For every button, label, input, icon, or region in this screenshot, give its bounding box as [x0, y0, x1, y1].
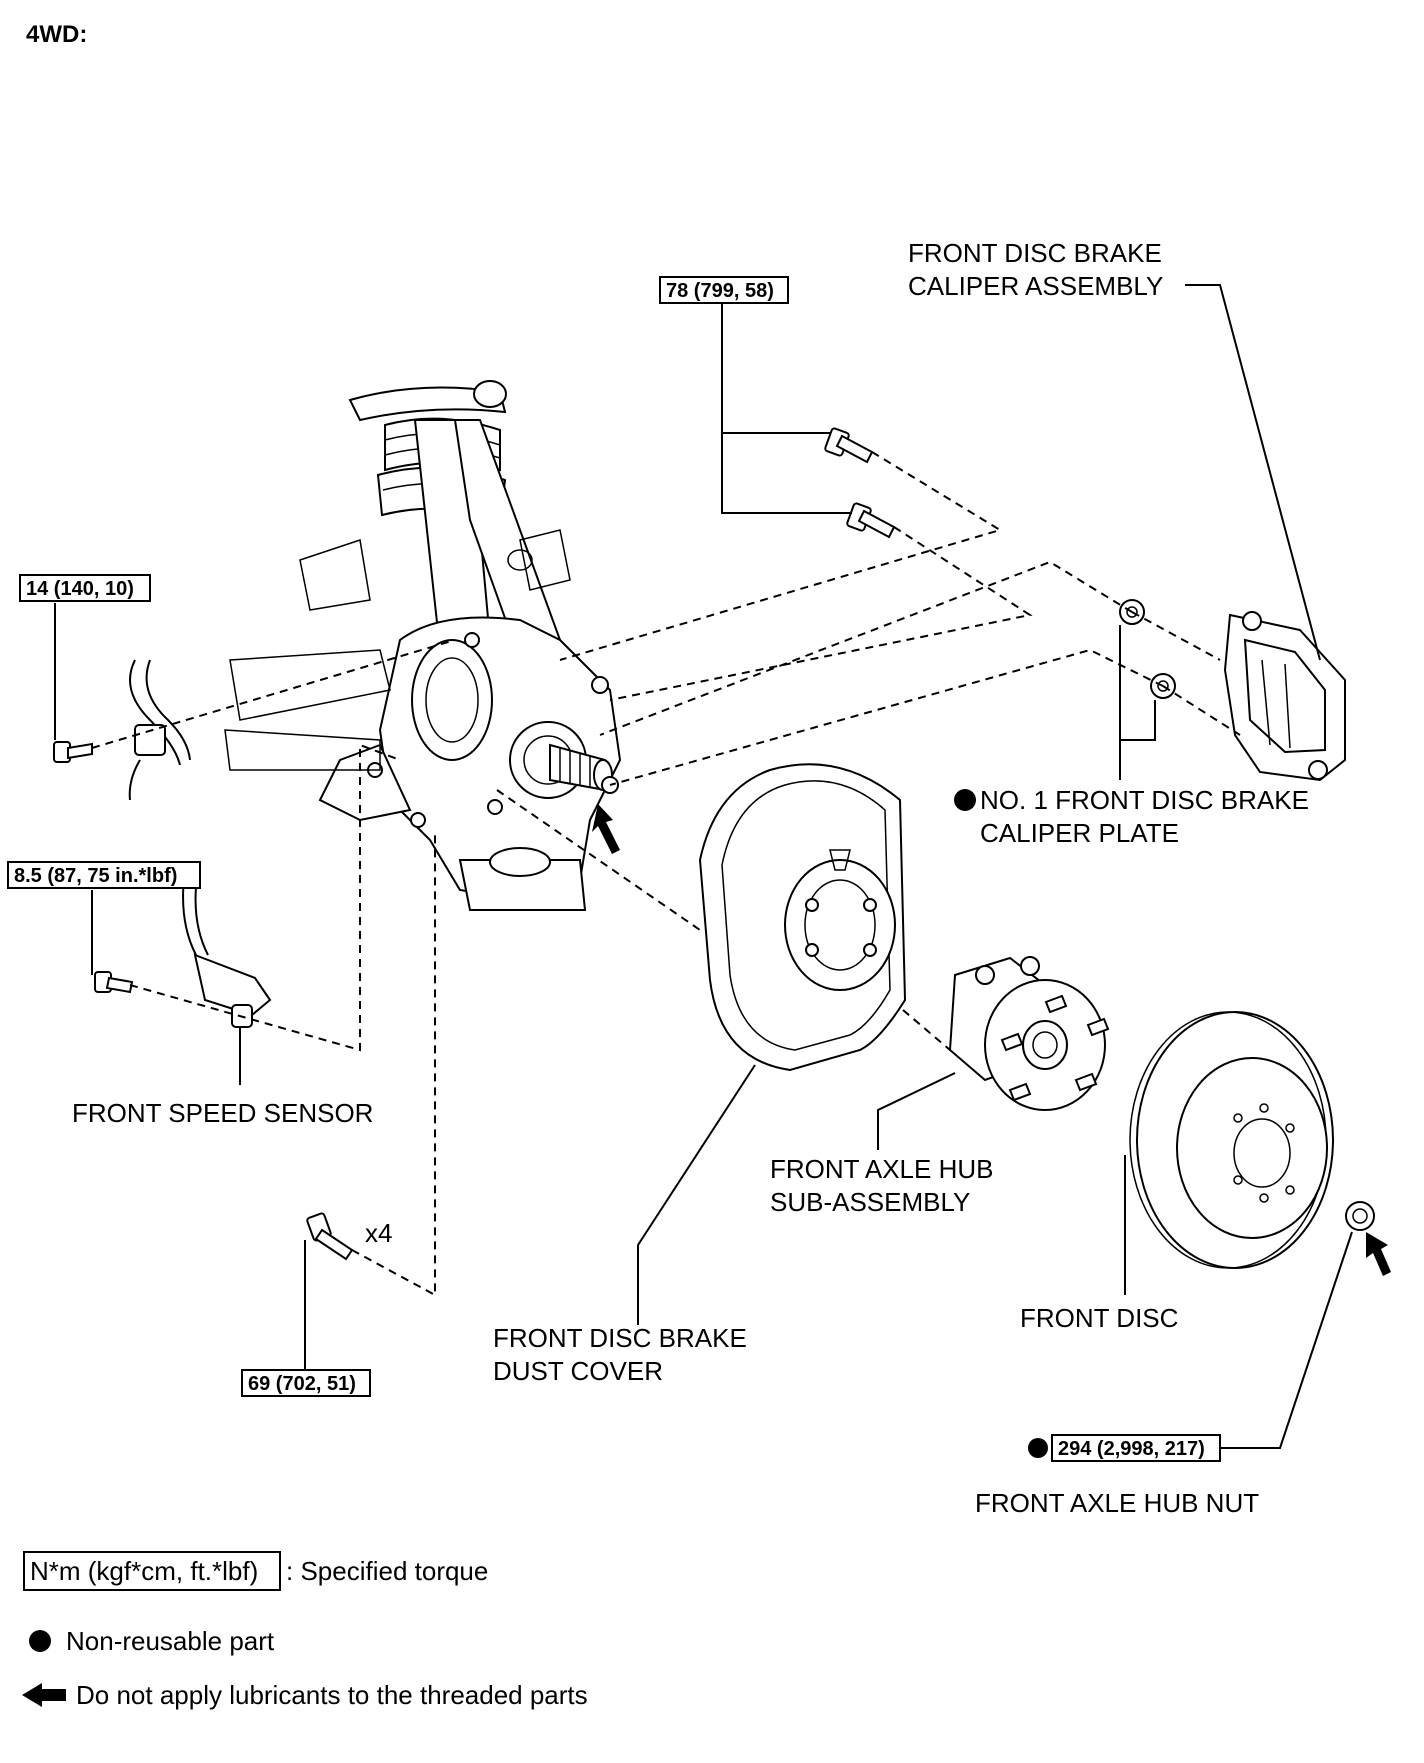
section-header: 4WD: [26, 21, 87, 48]
legend-torque-text: : Specified torque [286, 1556, 488, 1586]
front-disc-illustration [1129, 1011, 1334, 1269]
axle-hub-label-line1: FRONT AXLE HUB [770, 1154, 993, 1184]
svg-text:78 (799, 58): 78 (799, 58) [666, 280, 774, 302]
legend-no-lube-text: Do not apply lubricants to the threaded … [76, 1680, 588, 1710]
caliper-bolt [846, 502, 896, 539]
torque-callout-knuckle-bolts: 69 (702, 51) [241, 1369, 371, 1397]
torque-callout-harness-bolt: 14 (140, 10) [19, 574, 151, 602]
legend: N*m (kgf*cm, ft.*lbf) : Specified torque… [22, 1551, 588, 1710]
hub-nut-label: FRONT AXLE HUB NUT [975, 1488, 1259, 1518]
no-lubricant-arrow-icon [592, 804, 620, 854]
harness-bolt [53, 741, 93, 763]
torque-callout-speed-sensor-bolt: 8.5 (87, 75 in.*lbf) [7, 861, 201, 889]
speed-sensor-illustration [182, 869, 272, 1028]
dust-cover-label-line2: DUST COVER [493, 1356, 663, 1386]
dust-cover-illustration [698, 763, 907, 1072]
dust-cover-label-line1: FRONT DISC BRAKE [493, 1323, 747, 1353]
svg-text:294 (2,998, 217): 294 (2,998, 217) [1058, 1438, 1205, 1460]
speed-sensor-bolt [94, 971, 134, 994]
caliper-assembly-illustration [1223, 611, 1346, 782]
leader-lines [54, 284, 1353, 1449]
quantity-label: x4 [365, 1218, 392, 1248]
svg-text:8.5 (87, 75 in.*lbf): 8.5 (87, 75 in.*lbf) [14, 865, 177, 887]
speed-sensor-harness-illustration [128, 659, 191, 801]
non-reusable-dot-icon [29, 1630, 51, 1652]
assembly-lines [91, 451, 1241, 1297]
speed-sensor-label: FRONT SPEED SENSOR [72, 1098, 373, 1128]
non-reusable-dot-icon [1028, 1438, 1048, 1458]
steering-knuckle-illustration [224, 380, 622, 911]
svg-text:14 (140, 10): 14 (140, 10) [26, 578, 134, 600]
caliper-plate-label-line1: NO. 1 FRONT DISC BRAKE [980, 785, 1309, 815]
svg-text:69 (702, 51): 69 (702, 51) [248, 1373, 356, 1395]
axle-hub-illustration [948, 956, 1110, 1111]
legend-torque-unit: N*m (kgf*cm, ft.*lbf) [30, 1556, 258, 1586]
front-disc-label: FRONT DISC [1020, 1303, 1178, 1333]
knuckle-bolt [306, 1212, 354, 1261]
legend-nonreusable-text: Non-reusable part [66, 1626, 275, 1656]
non-reusable-dot-icon [954, 789, 976, 811]
hub-nut [1345, 1201, 1375, 1231]
no-lubricant-arrow-icon [1366, 1232, 1391, 1276]
caliper-assembly-label-line1: FRONT DISC BRAKE [908, 238, 1162, 268]
axle-hub-label-line2: SUB-ASSEMBLY [770, 1187, 970, 1217]
caliper-plate-label-line2: CALIPER PLATE [980, 818, 1179, 848]
torque-callout-caliper-bolts: 78 (799, 58) [659, 276, 789, 304]
caliper-bolt [824, 427, 874, 464]
torque-callout-hub-nut: 294 (2,998, 217) [1028, 1434, 1221, 1462]
caliper-assembly-label-line2: CALIPER ASSEMBLY [908, 271, 1163, 301]
no-lubricant-arrow-icon [22, 1683, 66, 1707]
